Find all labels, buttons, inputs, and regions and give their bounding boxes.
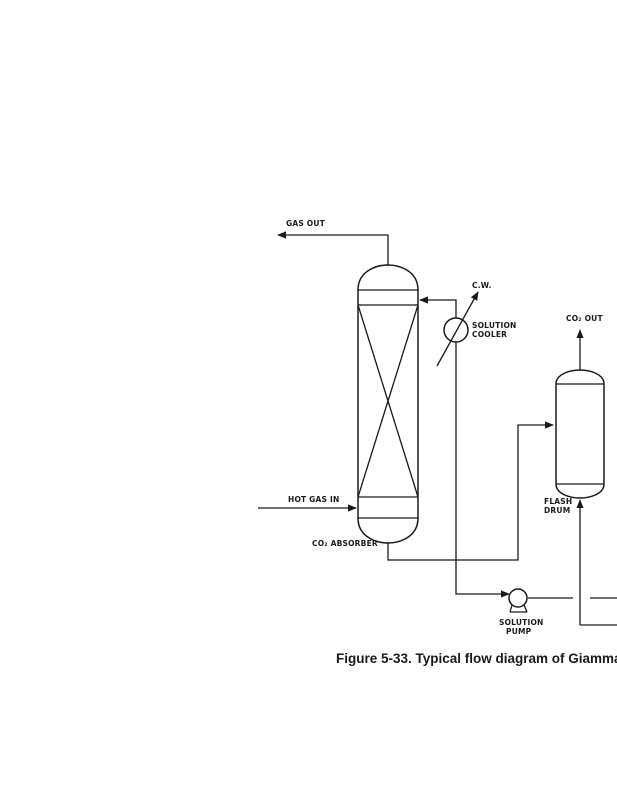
solution-cooler-label-1: SOLUTION: [472, 321, 517, 330]
gas-out-label: GAS OUT: [286, 219, 326, 228]
lean-solution-line: [419, 296, 457, 590]
solution-cooler-label-2: COOLER: [472, 330, 507, 339]
gas-out-line: [277, 231, 389, 265]
co2-absorber-column: [357, 264, 419, 544]
co2-out-label: CO₂ OUT: [566, 314, 603, 323]
rich-solution-line: [387, 421, 554, 561]
figure-caption: Figure 5-33. Typical flow diagram of Gia…: [336, 651, 617, 666]
flash-drum-label-2: DRUM: [544, 506, 570, 515]
pump-discharge-line: [455, 590, 510, 598]
hot-gas-in-label: HOT GAS IN: [288, 495, 339, 504]
flash-drum: [555, 369, 605, 499]
co2-absorber-label: CO₂ ABSORBER: [312, 539, 378, 548]
solution-cooler: [436, 291, 479, 367]
solution-pump-label-2: PUMP: [506, 627, 532, 636]
solution-pump: [508, 588, 528, 613]
solution-pump-label-1: SOLUTION: [499, 618, 544, 627]
flash-drum-label-1: FLASH: [544, 497, 572, 506]
cw-label: C.W.: [472, 281, 492, 290]
